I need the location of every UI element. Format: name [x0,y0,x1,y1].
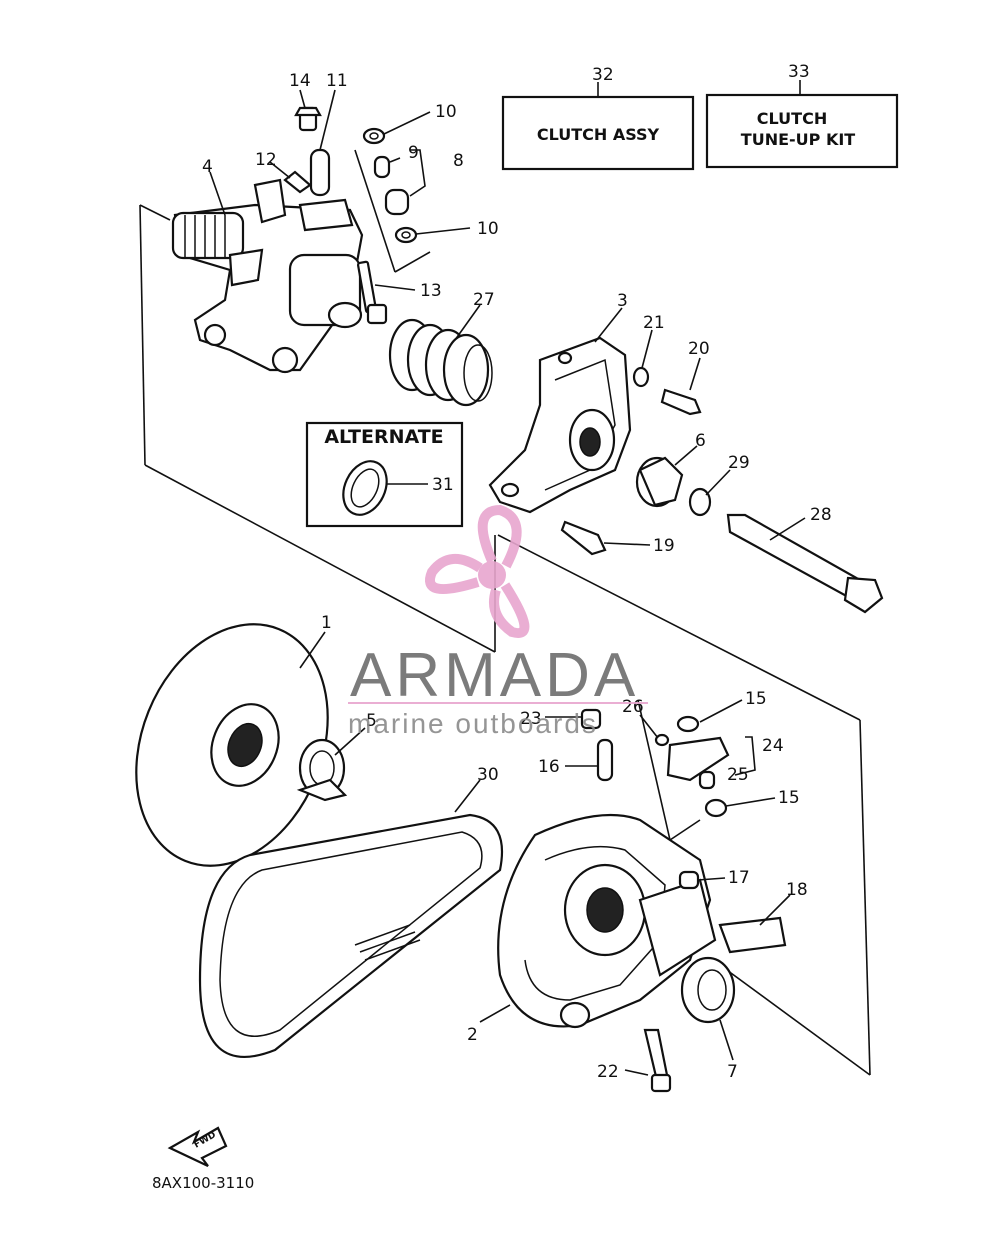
label-30: 30 [477,765,499,785]
label-12: 12 [255,150,277,170]
propeller-logo-icon [425,504,530,638]
part-1-sheave [135,623,329,867]
part-16-pin [596,738,614,782]
part-20-screw [660,388,702,416]
brand-tagline: marine outboards [348,708,598,739]
label-20: 20 [688,339,710,359]
label-29: 29 [728,453,750,473]
label-25: 25 [727,765,749,785]
label-5: 5 [366,711,377,731]
diagram-code: 8AX100-3110 [152,1174,254,1192]
label-15a: 15 [745,689,767,709]
part-29-clip [688,487,712,517]
part-27-spring [388,318,493,407]
part-25-bushing [698,770,716,790]
part-26-screw [654,733,670,747]
clutch-assy-text: CLUTCH ASSY [537,125,660,144]
label-7: 7 [727,1062,738,1082]
label-17: 17 [728,868,750,888]
part-24-arm [666,736,730,782]
part-30-belt [198,813,504,1059]
cover-hardware [560,366,884,614]
part-2-secondary [497,813,717,1029]
label-3: 3 [617,291,628,311]
alternate-title: ALTERNATE [324,426,443,448]
label-10b: 10 [477,219,499,239]
label-11: 11 [326,71,348,91]
label-24: 24 [762,736,784,756]
top-small-parts [283,106,418,325]
armada-watermark: ARMADA marine outboards [348,504,648,739]
clutch-assy-box: CLUTCH ASSY [501,82,695,171]
fwd-arrow-icon: FWD [167,1126,228,1167]
part-3-cover [488,336,632,514]
label-33: 33 [788,62,810,82]
label-8: 8 [453,151,464,171]
label-14: 14 [289,71,311,91]
part-number-labels: 14 11 10 9 8 12 4 10 13 27 32 33 3 21 20… [202,62,832,1082]
part-18-sleeve [718,916,787,954]
brand-name: ARMADA [350,641,639,710]
tune-up-kit-box: CLUTCH TUNE-UP KIT [705,80,899,169]
label-23: 23 [520,709,542,729]
part-5-bushing [296,738,348,802]
label-9: 9 [408,143,419,163]
part-12-screw [283,170,312,194]
label-6: 6 [695,431,706,451]
label-15b: 15 [778,788,800,808]
part-15b-washer [704,798,728,818]
part-28-bolt [726,513,867,600]
assembly-frame-lines [139,149,871,1076]
label-22: 22 [597,1062,619,1082]
part-19-bolt [560,520,607,556]
part-11-pin [309,148,331,197]
label-21: 21 [643,313,665,333]
part-17-slider [678,870,700,890]
label-13: 13 [420,281,442,301]
part-15a-washer [676,715,700,733]
tune-up-line2: TUNE-UP KIT [741,130,856,149]
label-10a: 10 [435,102,457,122]
label-4: 4 [202,157,213,177]
label-16: 16 [538,757,560,777]
label-27: 27 [473,290,495,310]
part-4-spider [171,178,364,374]
part-10b-washer [394,226,418,244]
leader-lines [209,89,806,1076]
part-21-washer [632,366,650,388]
tune-up-line1: CLUTCH [757,109,827,128]
label-19: 19 [653,536,675,556]
part-9-bushing [373,155,391,179]
part-23-nut [580,708,602,730]
part-8-roller [384,188,410,216]
label-28: 28 [810,505,832,525]
alternate-box: ALTERNATE [305,421,464,528]
label-2: 2 [467,1025,478,1045]
label-1: 1 [321,613,332,633]
secondary-hardware [580,708,787,1093]
part-10a-washer [362,127,386,145]
label-32: 32 [592,65,614,85]
label-31: 31 [432,475,454,495]
label-18: 18 [786,880,808,900]
